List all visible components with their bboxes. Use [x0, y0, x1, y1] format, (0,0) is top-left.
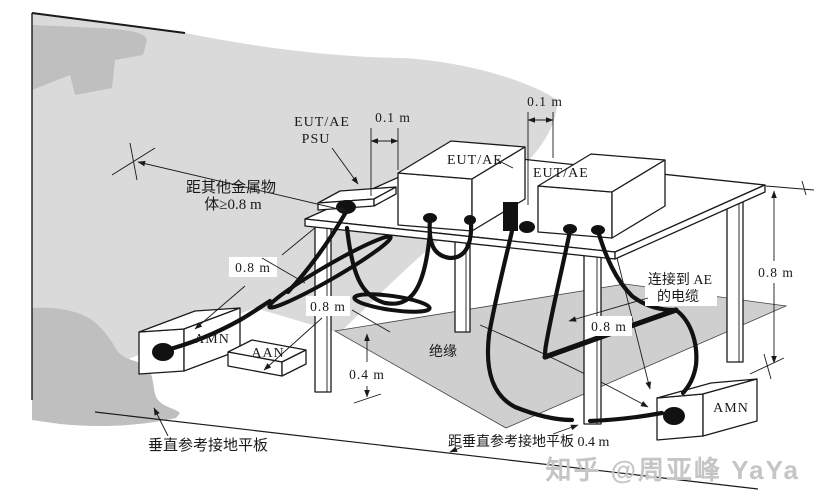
amn2-side [702, 378, 758, 437]
dim-08-ae-label: 0.8 m [591, 319, 627, 334]
ae-cable-callout: 连接到 AE 的电缆 [568, 268, 717, 322]
eut1-side [471, 146, 526, 232]
dim-08-aan: 0.8 m [261, 257, 391, 371]
metal-clearance-label-2: 体≥0.8 m [204, 196, 262, 213]
label-background [645, 268, 717, 306]
leader-line [194, 285, 246, 330]
eut2-side [611, 159, 666, 239]
psu-label-2: PSU [302, 132, 331, 147]
metal-clearance-label-1: 距其他金属物 [186, 179, 276, 196]
ground-cross-mark [763, 353, 772, 380]
label-background [345, 364, 389, 384]
psu-leader [331, 147, 359, 185]
eut2-label: EUT/AE [533, 166, 589, 181]
ground-tick [353, 393, 382, 404]
table-edge-connector [563, 224, 577, 234]
cables [152, 202, 699, 425]
dim-01-left: 0.1 m [370, 110, 411, 196]
amn-right-box [656, 378, 758, 441]
dim-08-amn-label: 0.8 m [235, 260, 271, 275]
psu-callout: EUT/AE PSU [294, 115, 359, 185]
dim-01-right: 0.1 m [527, 94, 563, 205]
floor-edge-line [94, 411, 759, 490]
eut1-front [397, 172, 473, 232]
dim-04-mid: 0.4 m [345, 333, 389, 404]
table-right-edge [614, 184, 766, 260]
amn-right-label: AMN [713, 401, 749, 416]
cable-psu-drop [285, 209, 349, 295]
leader-line [263, 317, 323, 371]
eut-box-2 [537, 153, 666, 239]
dim-08-ae: 0.8 m [586, 257, 652, 390]
psu-label-1: EUT/AE [294, 115, 350, 130]
ae-cable-label-1: 连接到 AE [648, 271, 712, 288]
eut1-leader [496, 159, 514, 169]
cable-bundle [267, 234, 393, 310]
amn-left-connector [152, 343, 174, 361]
wall-dark-patch-bottom [32, 307, 180, 426]
cable-to-amn-right [673, 307, 699, 396]
vertical-plane-label: 垂直参考接地平板 [148, 436, 268, 454]
ae-cable-segment-1 [542, 330, 615, 360]
distance-leader-left [449, 446, 463, 453]
leader-line [351, 309, 391, 333]
distance-leader-right [552, 424, 579, 435]
dim-01-right-label: 0.1 m [527, 94, 563, 109]
leader-line [261, 257, 306, 284]
table-leg-back-right [726, 195, 744, 363]
label-background [586, 316, 632, 336]
vertical-plane-callout: 垂直参考接地平板 [148, 407, 268, 454]
dim-04-label: 0.4 m [349, 367, 385, 382]
label-background [306, 296, 350, 316]
leader-line [616, 257, 652, 390]
eut-box-1 [397, 140, 526, 232]
table-edge-connector [423, 213, 437, 223]
dim-01-left-label: 0.1 m [375, 110, 411, 125]
eut2-connector-block [503, 202, 518, 231]
leader-line [281, 226, 317, 256]
table-edge-connector [591, 225, 605, 235]
table-edge-connector [464, 215, 476, 225]
dim-08-amn: 0.8 m [194, 226, 317, 330]
dim-08-height-label: 0.8 m [758, 265, 794, 280]
metal-clearance-line [137, 160, 348, 213]
watermark-text: 知乎 @周亚峰 YaYa [545, 455, 800, 485]
ground-cross-mark [129, 142, 138, 181]
ae-cable-label-2: 的电缆 [657, 289, 699, 305]
amn-right-connector [663, 407, 685, 425]
wall-top-edge [31, 12, 186, 34]
cable-eut2-drop-2 [595, 228, 677, 313]
cable-leader-curve [479, 324, 649, 408]
dim-08-table-height: 0.8 m [749, 180, 815, 380]
extension-tick [801, 180, 807, 196]
cable-coil [352, 292, 432, 314]
cable-small-loop [427, 217, 474, 261]
dim-08-aan-label: 0.8 m [310, 299, 346, 314]
vertical-plane-leader [153, 407, 169, 437]
label-background [229, 257, 277, 277]
cable-hanging-loop [344, 225, 433, 306]
label-background [752, 263, 799, 282]
cable-floor-run-left [485, 228, 575, 423]
insulation-label: 绝缘 [429, 344, 457, 360]
extension-line [765, 185, 815, 191]
distance-to-plane-callout: 距垂直参考接地平板 0.4 m [448, 424, 609, 453]
cable-floor-run-right [587, 410, 665, 424]
amn-left-label: AMN [194, 332, 230, 347]
cable-eut2-drop [542, 228, 573, 360]
eut1-label: EUT/AE [447, 153, 503, 168]
aan-side [281, 349, 307, 377]
distance-to-plane-label: 距垂直参考接地平板 0.4 m [448, 433, 609, 450]
table-edge-connector [519, 221, 535, 233]
wall-dark-patch-top [32, 25, 147, 95]
psu-side [373, 186, 397, 207]
insulation-sheet [333, 283, 788, 429]
aan-label: AAN [251, 346, 284, 361]
dim-metal-clearance: 距其他金属物 体≥0.8 m [111, 142, 348, 213]
ae-cable-leader [568, 297, 649, 322]
cable-amn-left [160, 298, 273, 354]
